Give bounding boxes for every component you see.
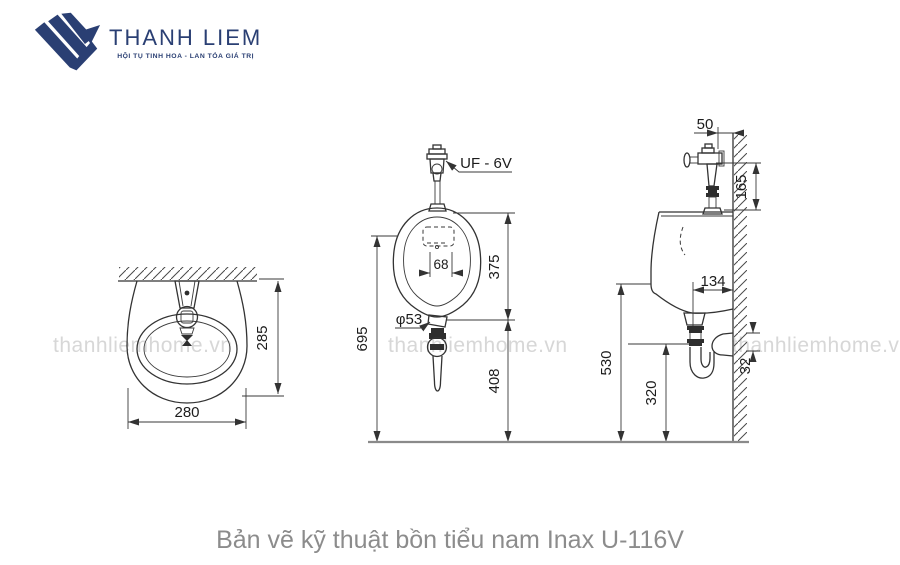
dim-375: 375 bbox=[486, 254, 503, 279]
dim-285: 285 bbox=[254, 325, 271, 350]
dimension-total-695: 695 bbox=[354, 235, 398, 442]
dim-530: 530 bbox=[598, 350, 615, 375]
valve-label-leader: UF - 6V bbox=[445, 155, 512, 173]
bowl-outline bbox=[126, 280, 248, 404]
dimension-spreader-68: 68 bbox=[419, 252, 463, 277]
rim-inner bbox=[143, 320, 231, 378]
dim-50: 50 bbox=[697, 116, 714, 133]
logo: THANH LIEM HỘI TỤ TINH HOA - LAN TỎA GIÁ… bbox=[33, 12, 262, 74]
dim-695: 695 bbox=[354, 326, 371, 351]
dim-280: 280 bbox=[174, 404, 199, 421]
caption: Bản vẽ kỹ thuật bồn tiểu nam Inax U-116V bbox=[216, 526, 684, 554]
valve-label: UF - 6V bbox=[460, 155, 512, 172]
dimension-valve-height-165: 165 bbox=[716, 162, 761, 211]
logo-text: THANH LIEM HỘI TỤ TINH HOA - LAN TỎA GIÁ… bbox=[109, 25, 263, 61]
flush-valve bbox=[426, 144, 448, 212]
logo-name: THANH LIEM bbox=[109, 25, 263, 50]
dimension-trap-height-320: 320 bbox=[628, 343, 689, 442]
dim-408: 408 bbox=[486, 368, 503, 393]
dimension-bottom-depth-134: 134 bbox=[692, 273, 733, 326]
dim-phi53: φ53 bbox=[396, 311, 422, 328]
dim-68: 68 bbox=[433, 257, 448, 272]
dimension-valve-offset-50: 50 bbox=[694, 116, 744, 149]
inlet-spud bbox=[175, 305, 199, 346]
front-view: UF - 6V 68 bbox=[354, 144, 515, 442]
dimension-drain-408: 408 bbox=[486, 320, 512, 442]
dim-32: 32 bbox=[737, 358, 754, 375]
dimension-width-280: 280 bbox=[127, 388, 247, 429]
bowl-front-outline bbox=[392, 207, 482, 318]
urinal-side-profile bbox=[650, 211, 734, 314]
dim-320: 320 bbox=[643, 380, 660, 405]
dim-134: 134 bbox=[700, 273, 725, 290]
flush-valve-side bbox=[683, 143, 725, 215]
outlet-assembly bbox=[426, 314, 448, 392]
dimension-depth-285: 285 bbox=[242, 278, 284, 397]
mounting-bracket bbox=[174, 280, 200, 309]
wall-hatch bbox=[119, 267, 257, 280]
spreader-center bbox=[434, 244, 440, 250]
side-view: 50 165 134 530 bbox=[598, 116, 761, 442]
bowl-front-rim bbox=[403, 216, 471, 307]
rim-outer bbox=[136, 313, 238, 385]
top-view: 280 285 bbox=[118, 267, 284, 429]
outlet-diameter-leader: φ53 bbox=[395, 311, 431, 332]
watermark: thanhliemhome.vn bbox=[732, 334, 900, 357]
thanh-liem-logo-icon bbox=[34, 12, 101, 71]
dim-165: 165 bbox=[733, 174, 750, 199]
p-trap bbox=[683, 312, 734, 379]
dimension-inlet-32: 32 bbox=[737, 322, 760, 375]
logo-tagline: HỘI TỤ TINH HOA - LAN TỎA GIÁ TRỊ bbox=[117, 53, 255, 61]
watermark: thanhliemhome.vn bbox=[388, 334, 568, 357]
dimension-rim-height-530: 530 bbox=[598, 283, 651, 442]
dimension-bowl-375: 375 bbox=[447, 212, 515, 321]
